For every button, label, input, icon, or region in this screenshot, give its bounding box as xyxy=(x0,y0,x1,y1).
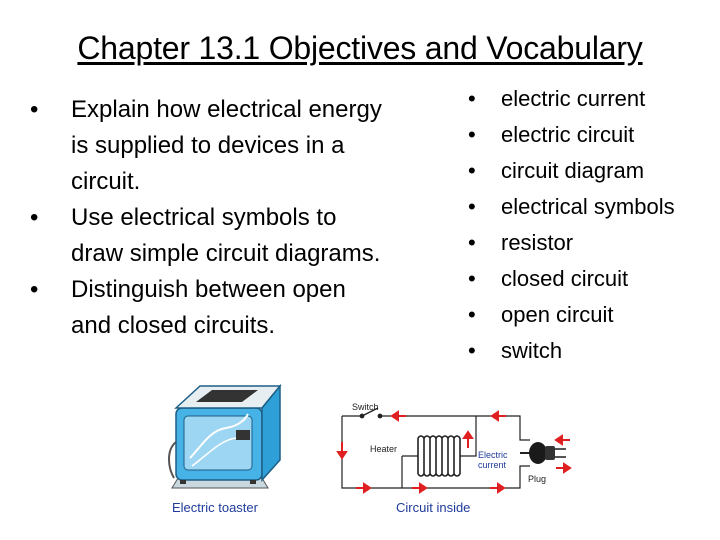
objectives-list: Explain how electrical energy is supplie… xyxy=(30,92,390,344)
objective-item: Use electrical symbols to draw simple ci… xyxy=(30,200,390,272)
circuit-caption: Circuit inside xyxy=(396,500,470,515)
circuit-diagram xyxy=(341,407,530,489)
objective-item: Explain how electrical energy is supplie… xyxy=(30,92,390,200)
heater-label: Heater xyxy=(370,444,397,454)
vocab-item: electric circuit xyxy=(468,117,720,153)
toaster-circuit-figure: Electric toaster Switch Heater xyxy=(168,383,572,515)
toaster-caption: Electric toaster xyxy=(172,500,259,515)
electric-current-label: Electric current xyxy=(478,450,510,470)
plug xyxy=(520,442,566,464)
vocab-item: circuit diagram xyxy=(468,153,720,189)
objective-item: Distinguish between open and closed circ… xyxy=(30,272,390,344)
electric-current-label-line2: current xyxy=(478,460,507,470)
vocabulary-list: electric current electric circuit circui… xyxy=(468,81,720,369)
slide-title: Chapter 13.1 Objectives and Vocabulary xyxy=(77,30,643,66)
current-arrows xyxy=(336,410,572,494)
vocab-item: open circuit xyxy=(468,297,720,333)
vocab-item: electric current xyxy=(468,81,720,117)
toaster-illustration xyxy=(168,383,282,489)
vocab-item: switch xyxy=(468,333,720,369)
vocab-item: electrical symbols xyxy=(468,189,720,225)
vocab-item: resistor xyxy=(468,225,720,261)
electric-current-label-line1: Electric xyxy=(478,450,508,460)
plug-label: Plug xyxy=(528,474,546,484)
vocab-item: closed circuit xyxy=(468,261,720,297)
switch-label: Switch xyxy=(352,402,379,412)
